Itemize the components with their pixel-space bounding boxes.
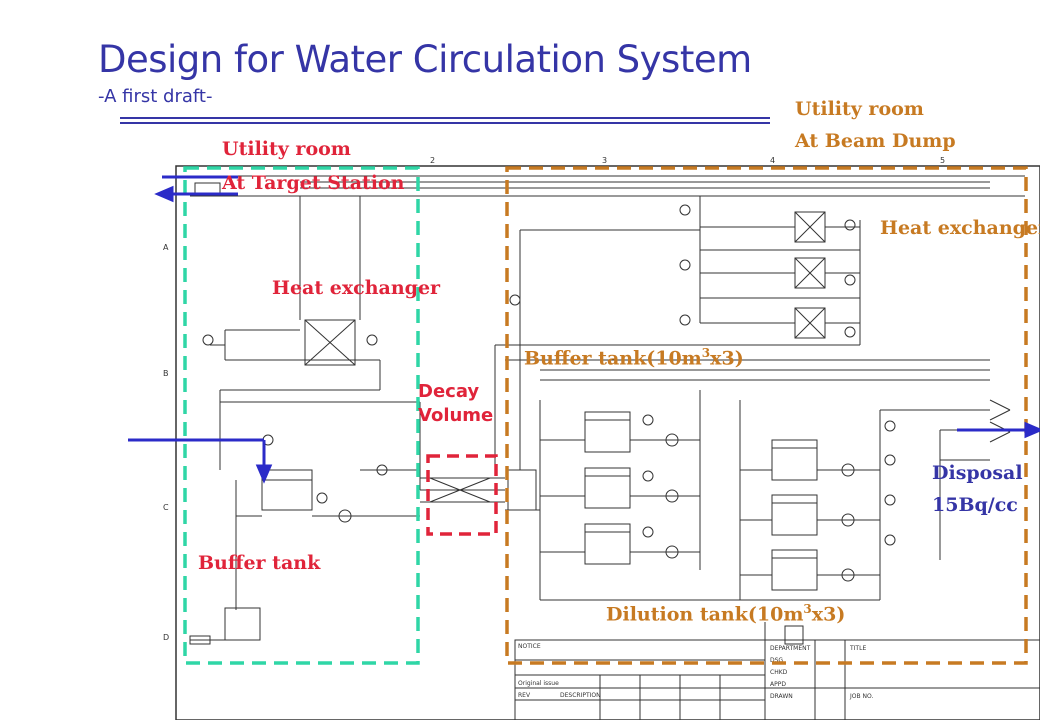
flow-arrows: [128, 175, 1040, 484]
svg-text:JOB NO.: JOB NO.: [849, 693, 873, 700]
svg-text:DESCRIPTION: DESCRIPTION: [560, 692, 601, 699]
drawing-frame: [175, 165, 1040, 720]
heat-exchanger-left-label: Heat exchanger: [272, 277, 441, 299]
dilution-sup: 3: [803, 602, 812, 616]
disposal-label-1: Disposal: [932, 462, 1023, 484]
svg-text:C: C: [163, 503, 169, 512]
svg-text:DEPARTMENT: DEPARTMENT: [770, 645, 811, 652]
svg-text:DSG: DSG: [770, 657, 783, 664]
beam-dump-heat-exchangers: [494, 196, 990, 470]
svg-text:NOTICE: NOTICE: [518, 643, 541, 650]
utility-target-label-1: Utility room: [222, 138, 351, 160]
svg-text:Original issue: Original issue: [518, 680, 559, 687]
svg-text:DRAWN: DRAWN: [770, 693, 793, 700]
svg-text:A: A: [163, 243, 169, 252]
dilution-tanks: [539, 399, 1011, 601]
frame-markers: 2 3 4 5 A B C D: [163, 156, 945, 642]
svg-text:5: 5: [940, 156, 945, 165]
svg-text:4: 4: [770, 156, 775, 165]
dilution-tank-label: Dilution tank(10m3x3): [606, 602, 845, 625]
title-block-text: NOTICE Original issue REV DESCRIPTION DE…: [518, 643, 873, 700]
buffer-tank-right-text-end: x3): [710, 347, 744, 370]
target-station-schematic: [189, 175, 1025, 645]
dilution-text-end: x3): [811, 603, 846, 626]
decay-volume-zone: [426, 454, 498, 536]
svg-text:TITLE: TITLE: [849, 645, 866, 652]
decay-label-1: Decay: [418, 381, 480, 402]
title-underline-top: [120, 117, 770, 119]
svg-text:CHKD: CHKD: [770, 669, 788, 676]
svg-text:REV: REV: [518, 692, 531, 699]
svg-text:D: D: [163, 633, 169, 642]
decay-label-2: Volume: [418, 405, 494, 426]
title-underline-bottom: [120, 122, 770, 124]
utility-dump-label-1: Utility room: [795, 98, 924, 120]
slide-title: Design for Water Circulation System: [98, 38, 752, 81]
target-station-zone: [183, 166, 420, 665]
svg-text:2: 2: [430, 156, 435, 165]
heat-exchanger-right-label: Heat exchanger: [880, 217, 1040, 239]
buffer-tank-right-text: Buffer tank(10m: [524, 347, 702, 370]
decay-volume-pipes: [420, 469, 540, 511]
slide-subtitle: -A first draft-: [98, 86, 213, 107]
title-block: [514, 622, 1040, 720]
svg-text:APPD: APPD: [770, 681, 786, 688]
buffer-tanks: [539, 390, 701, 570]
utility-target-label-2: At Target Station: [222, 172, 405, 194]
buffer-tank-right-sup: 3: [701, 346, 711, 360]
utility-dump-label-2: At Beam Dump: [795, 130, 956, 152]
svg-text:B: B: [163, 369, 169, 378]
buffer-tank-left-label: Buffer tank: [198, 552, 321, 574]
buffer-tank-right-label: Buffer tank(10m3x3): [524, 346, 744, 369]
dilution-text: Dilution tank(10m: [606, 603, 804, 626]
disposal-label-2: 15Bq/cc: [932, 494, 1018, 516]
svg-text:3: 3: [602, 156, 607, 165]
